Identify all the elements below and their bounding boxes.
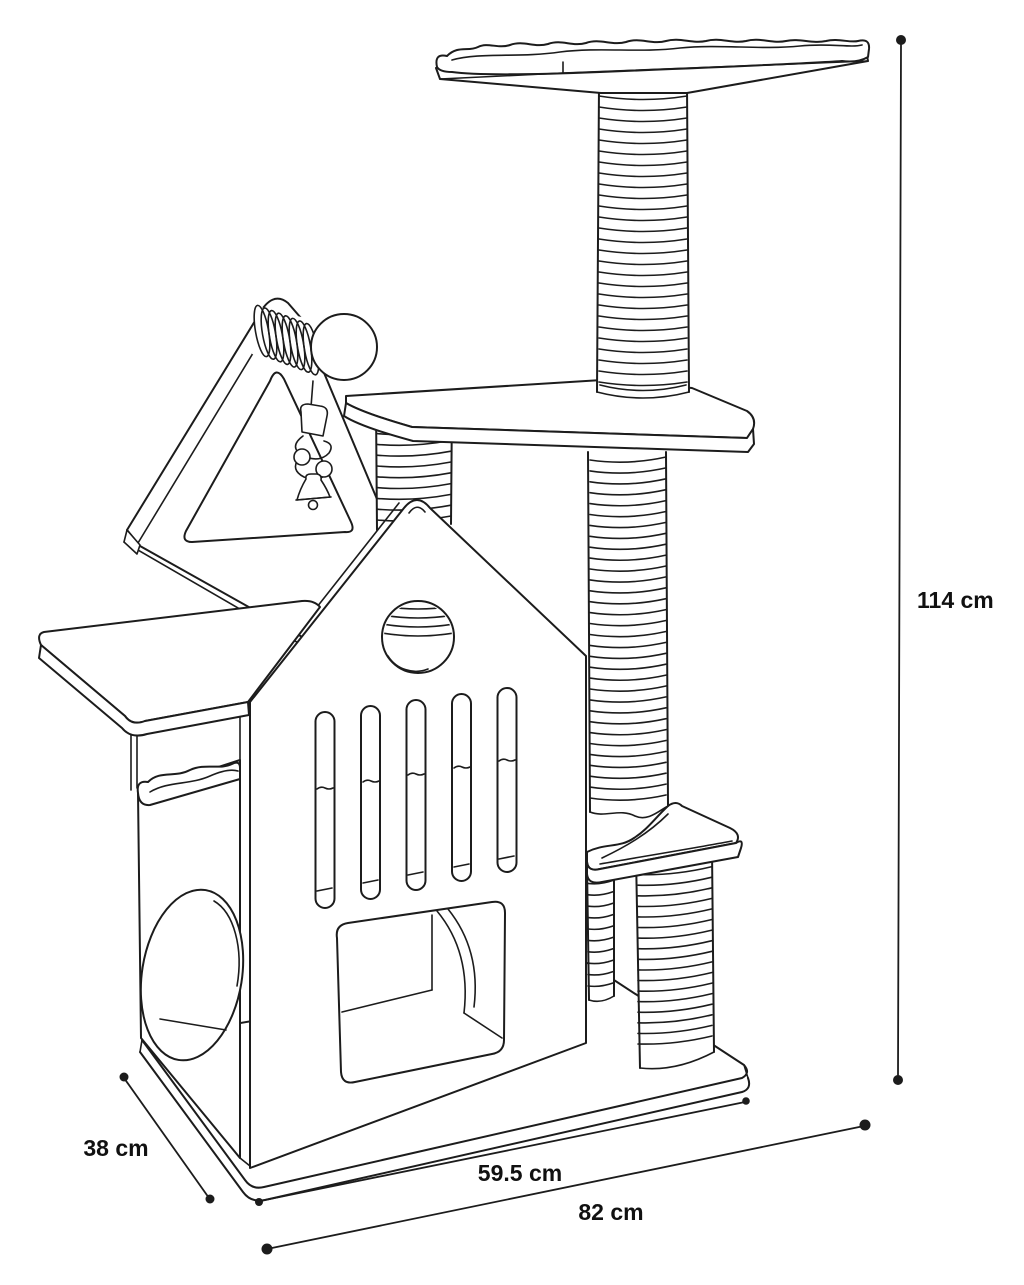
spring-coil xyxy=(253,304,320,376)
bell-clapper xyxy=(307,499,319,511)
house-slats xyxy=(314,687,518,909)
dimension-width-total: 82 cm xyxy=(261,1119,871,1255)
dimension-label-height: 114 cm xyxy=(917,587,994,613)
house-window xyxy=(381,600,455,674)
middle-platform xyxy=(343,379,756,453)
lower-cubby xyxy=(130,725,245,1159)
dimension-label-width-inner: 59.5 cm xyxy=(478,1160,562,1186)
toy-string xyxy=(310,380,314,408)
cat-house xyxy=(239,499,587,1169)
spring-toy xyxy=(252,304,378,381)
scratching-post-small-left xyxy=(586,863,615,1003)
spring-ball xyxy=(310,313,378,381)
dimension-label-depth: 38 cm xyxy=(83,1135,148,1161)
top-platform xyxy=(435,38,871,94)
small-platform xyxy=(586,802,743,884)
slat xyxy=(360,705,381,900)
scratching-post-lower xyxy=(587,451,669,819)
slat xyxy=(451,693,472,882)
hanging-toy xyxy=(293,380,333,511)
cubby-side-hole xyxy=(139,888,245,1062)
left-platform xyxy=(38,599,321,737)
dimension-width-inner: 59.5 cm xyxy=(255,1097,750,1206)
house-doorway xyxy=(335,900,506,1084)
slat xyxy=(405,699,427,891)
scratching-post-upper xyxy=(596,85,690,399)
sisal-wraps xyxy=(598,95,688,387)
a-frame-cutout xyxy=(183,371,354,543)
dimension-depth: 38 cm xyxy=(83,1072,215,1204)
toy-bell xyxy=(296,473,331,501)
slat xyxy=(314,711,336,909)
dimension-label-width-total: 82 cm xyxy=(578,1199,643,1225)
scratching-post-small-right xyxy=(635,849,715,1070)
toy-block xyxy=(299,403,329,437)
dimension-height: 114 cm xyxy=(893,35,994,1085)
slat xyxy=(496,687,518,873)
doorway-interior xyxy=(341,908,503,1039)
cubby-cushion xyxy=(136,761,241,807)
